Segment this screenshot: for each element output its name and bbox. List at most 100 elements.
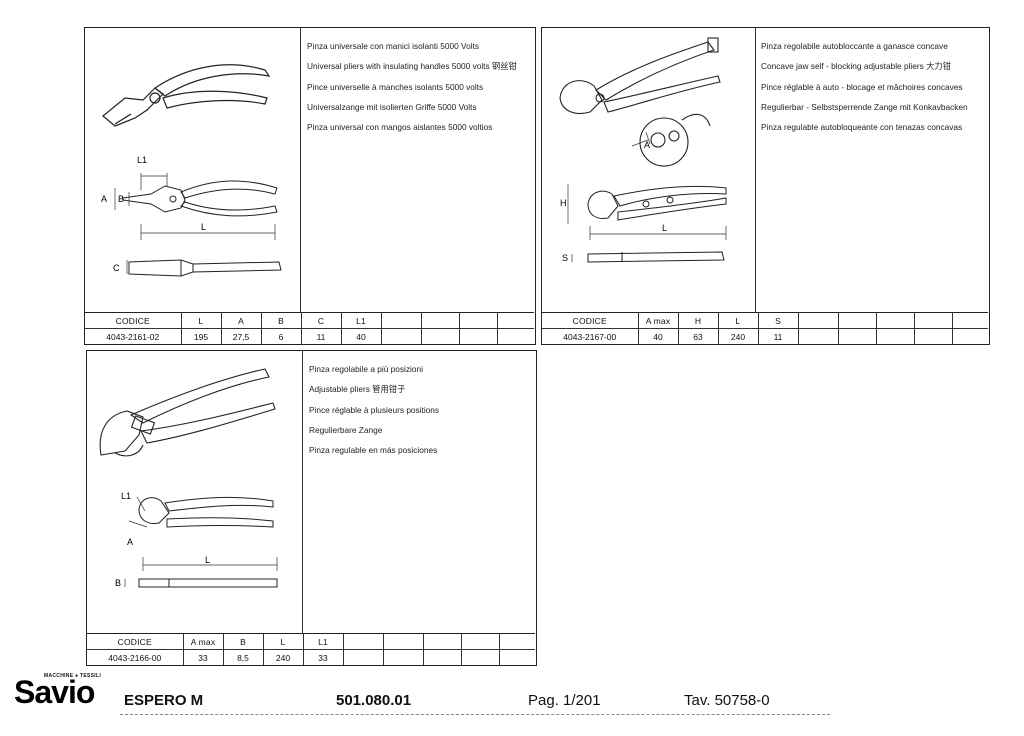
header-cell: L1 bbox=[340, 312, 382, 329]
dim-label-b: B bbox=[118, 194, 124, 204]
dim-label-l: L bbox=[662, 223, 667, 233]
value-cell bbox=[951, 328, 988, 344]
concave-jaw-pliers-drawing: A H L S bbox=[559, 37, 727, 263]
value-cell bbox=[797, 328, 839, 344]
header-cell: B bbox=[260, 312, 302, 329]
value-cell: 33 bbox=[302, 649, 344, 665]
header-cell bbox=[420, 312, 460, 329]
value-cell: 4043-2161-02 bbox=[85, 328, 182, 344]
table-row: 4043-2166-00 33 8,5 240 33 bbox=[87, 649, 535, 665]
footer-rule bbox=[120, 714, 830, 715]
table-row: 4043-2161-02 195 27,5 6 11 40 bbox=[85, 328, 534, 344]
description-es: Pinza regulable en más posiciones bbox=[309, 445, 438, 456]
description-de: Universalzange mit isolierten Griffe 500… bbox=[307, 101, 477, 112]
header-cell bbox=[458, 312, 498, 329]
header-cell bbox=[382, 633, 424, 650]
table-header-row: CODICE L A B C L1 bbox=[85, 312, 534, 329]
header-cell bbox=[342, 633, 384, 650]
dim-label-b: B bbox=[115, 578, 121, 588]
dim-label-s: S bbox=[562, 253, 568, 263]
savio-logo: Savio bbox=[14, 674, 95, 710]
dim-label-a: A bbox=[644, 140, 650, 150]
header-cell: CODICE bbox=[87, 633, 184, 650]
header-cell bbox=[496, 312, 534, 329]
value-cell: 195 bbox=[180, 328, 222, 344]
header-cell bbox=[460, 633, 500, 650]
header-cell: H bbox=[677, 312, 719, 329]
dim-label-h: H bbox=[560, 198, 567, 208]
description-es: Pinza universal con mangos aislantes 500… bbox=[307, 122, 493, 133]
document-code: 501.080.01 bbox=[336, 692, 412, 709]
table-header-row: CODICE A max B L L1 bbox=[87, 633, 535, 650]
table-number: Tav. 50758-0 bbox=[684, 692, 770, 709]
value-cell: 240 bbox=[262, 649, 304, 665]
universal-pliers-drawing: L1 A B L C bbox=[101, 64, 282, 277]
header-cell bbox=[837, 312, 877, 329]
header-cell bbox=[913, 312, 953, 329]
value-cell bbox=[496, 328, 534, 344]
description-fr: Pince universelle à manches isolants 500… bbox=[307, 81, 484, 92]
model-name: ESPERO M bbox=[124, 692, 204, 709]
value-cell bbox=[875, 328, 915, 344]
logo-tagline: MACCHINE ● TESSILI bbox=[44, 673, 102, 679]
dim-label-c: C bbox=[113, 263, 120, 273]
description-list: Pinza regolabile autobloccante a ganasce… bbox=[761, 36, 968, 137]
dim-label-l: L bbox=[201, 222, 206, 232]
value-cell: 40 bbox=[637, 328, 679, 344]
value-cell bbox=[380, 328, 422, 344]
value-cell: 33 bbox=[182, 649, 224, 665]
value-cell: 8,5 bbox=[222, 649, 264, 665]
description-en: Adjustable pliers 管用钳子 bbox=[309, 384, 406, 395]
value-cell bbox=[342, 649, 384, 665]
dim-label-l1: L1 bbox=[137, 155, 147, 165]
table-header-row: CODICE A max H L S bbox=[542, 312, 988, 329]
value-cell: 27,5 bbox=[220, 328, 262, 344]
value-cell: 11 bbox=[300, 328, 342, 344]
description-list: Pinza regolabile a più posizioni Adjusta… bbox=[309, 359, 439, 460]
value-cell bbox=[913, 328, 953, 344]
value-cell bbox=[458, 328, 498, 344]
header-cell bbox=[380, 312, 422, 329]
value-cell: 4043-2166-00 bbox=[87, 649, 184, 665]
description-en: Universal pliers with insulating handles… bbox=[307, 61, 517, 72]
value-cell bbox=[422, 649, 462, 665]
value-cell bbox=[420, 328, 460, 344]
dim-label-l: L bbox=[205, 555, 210, 565]
header-cell: L bbox=[262, 633, 304, 650]
description-it: Pinza regolabile autobloccante a ganasce… bbox=[761, 41, 948, 51]
drawing-area: L1 A L B bbox=[87, 351, 303, 633]
value-cell bbox=[382, 649, 424, 665]
header-cell: A bbox=[220, 312, 262, 329]
adjustable-pliers-drawing: L1 A L B bbox=[99, 368, 278, 588]
header-cell bbox=[875, 312, 915, 329]
value-cell: 4043-2167-00 bbox=[542, 328, 639, 344]
panel-universal-pliers: L1 A B L C Pinza universale con manici i… bbox=[84, 27, 536, 345]
header-cell: A max bbox=[182, 633, 224, 650]
specs-table: CODICE L A B C L1 4043-2161-02 195 27,5 … bbox=[85, 312, 534, 344]
header-cell: CODICE bbox=[542, 312, 639, 329]
description-fr: Pince réglable à auto - blocage et mâcho… bbox=[761, 81, 963, 92]
value-cell: 63 bbox=[677, 328, 719, 344]
description-it: Pinza regolabile a più posizioni bbox=[309, 364, 423, 374]
description-de: Regulierbar - Selbstsperrende Zange mit … bbox=[761, 101, 968, 112]
header-cell: CODICE bbox=[85, 312, 182, 329]
value-cell: 6 bbox=[260, 328, 302, 344]
header-cell: L1 bbox=[302, 633, 344, 650]
value-cell bbox=[498, 649, 535, 665]
panel-concave-jaw-pliers: A H L S Pinza regolabile autobloccante a bbox=[541, 27, 990, 345]
description-es: Pinza regulable autobloqueante con tenaz… bbox=[761, 122, 963, 133]
table-row: 4043-2167-00 40 63 240 11 bbox=[542, 328, 988, 344]
description-en: Concave jaw self - blocking adjustable p… bbox=[761, 61, 951, 72]
dim-label-a: A bbox=[101, 194, 107, 204]
header-cell bbox=[498, 633, 535, 650]
dim-label-a: A bbox=[127, 537, 133, 547]
description-list: Pinza universale con manici isolanti 500… bbox=[307, 36, 517, 137]
value-cell: 11 bbox=[757, 328, 799, 344]
header-cell: S bbox=[757, 312, 799, 329]
header-cell: L bbox=[180, 312, 222, 329]
header-cell bbox=[951, 312, 988, 329]
header-cell bbox=[797, 312, 839, 329]
specs-table: CODICE A max B L L1 4043-2166-00 33 8,5 … bbox=[87, 633, 535, 665]
value-cell bbox=[460, 649, 500, 665]
description-it: Pinza universale con manici isolanti 500… bbox=[307, 41, 480, 51]
